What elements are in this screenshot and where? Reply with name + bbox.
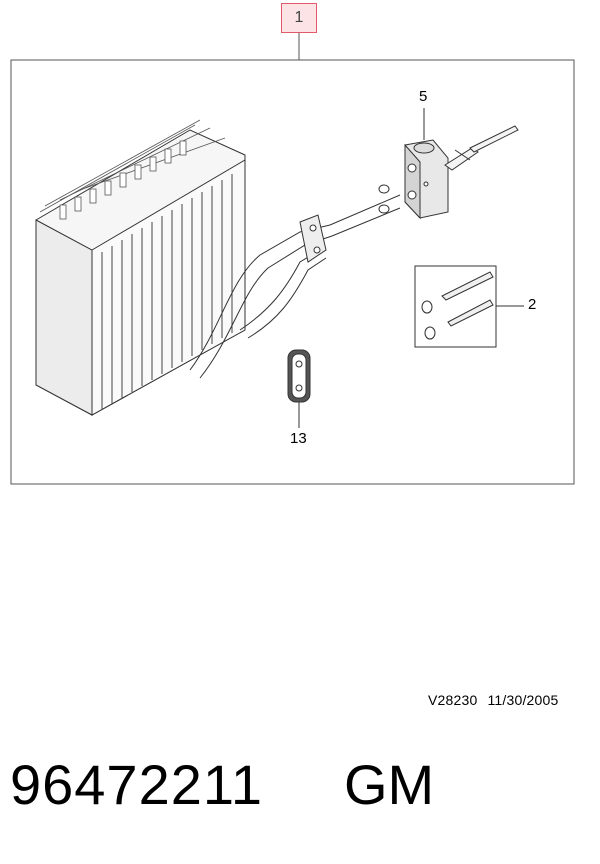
reference-date: 11/30/2005 [487, 692, 559, 708]
valve-bolts [444, 125, 519, 171]
pipe-gasket [287, 349, 311, 428]
item-label-2: 2 [528, 296, 537, 313]
brand-name: GM [344, 753, 435, 816]
drawing-reference: V28230 11/30/2005 [428, 692, 569, 708]
diagram-frame [10, 59, 575, 485]
item-label-5: 5 [419, 88, 428, 105]
pipe-flange [299, 214, 327, 263]
reference-code: V28230 [428, 692, 478, 708]
expansion-valve [404, 139, 449, 220]
callout-box: 1 [281, 3, 317, 33]
part-number: 96472211 [10, 753, 263, 816]
refrigerant-pipes [189, 194, 401, 379]
item-label-13: 13 [290, 430, 307, 447]
o-rings [378, 184, 390, 214]
evaporator-core [35, 119, 246, 416]
seal-kit-box [414, 265, 524, 348]
